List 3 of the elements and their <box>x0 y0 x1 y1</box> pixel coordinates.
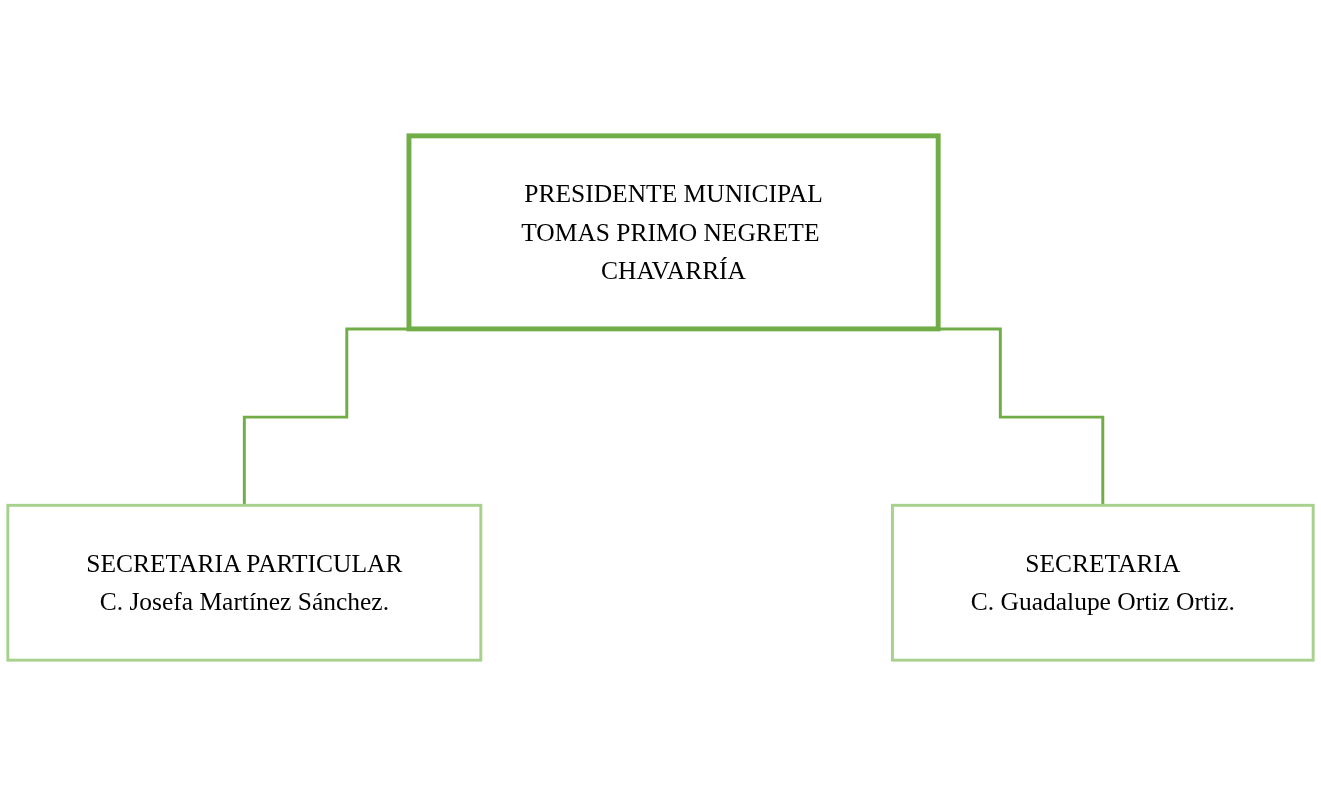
node-box: SECRETARIA PARTICULAR C. Josefa Martínez Sánchez. <box>6 503 483 662</box>
node-box: PRESIDENTE MUNICIPAL TOMAS PRIMO NEGRETE CHAVARRÍA <box>406 133 941 332</box>
node-box: SECRETARIA C. Guadalupe Ortiz Ortiz. <box>890 503 1315 662</box>
